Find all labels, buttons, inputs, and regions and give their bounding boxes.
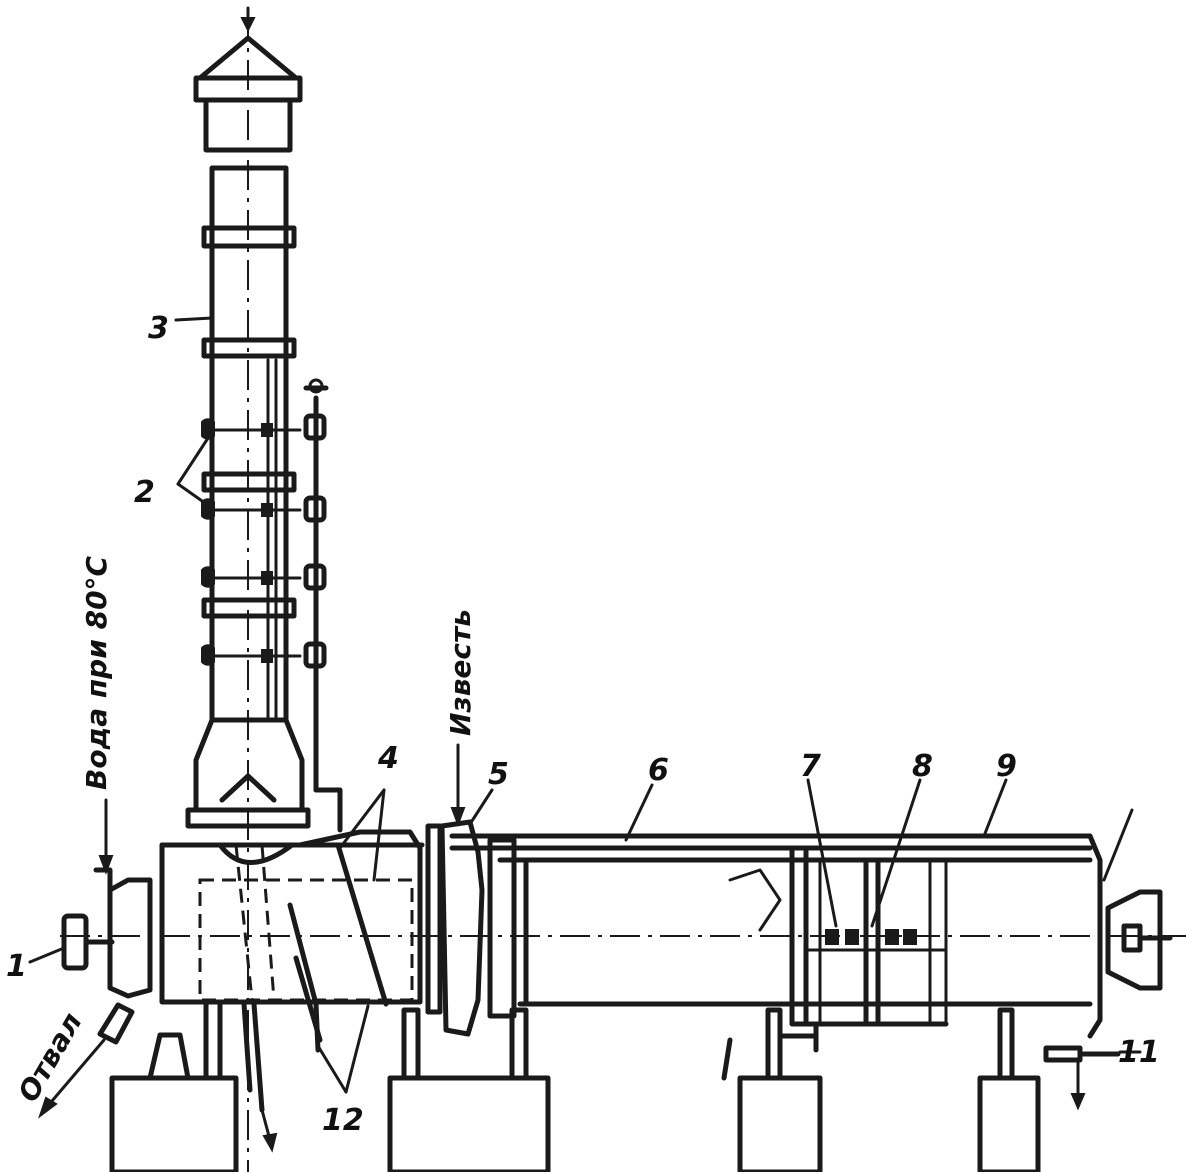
water-nozzles	[201, 378, 343, 833]
flow-arrows	[38, 6, 1086, 1153]
foundation-block-1	[109, 1075, 239, 1172]
label-5: 5	[488, 757, 509, 792]
label-3: 3	[148, 311, 169, 346]
label-waste-outlet: Отвал	[11, 1007, 88, 1108]
label-1: 1	[6, 949, 27, 984]
label-2: 2	[134, 475, 155, 510]
foundation-block-2	[387, 1075, 551, 1172]
foundation-block-3	[737, 1075, 823, 1172]
support-legs	[147, 999, 1015, 1081]
label-7: 7	[800, 749, 821, 784]
label-12: 12	[322, 1103, 364, 1138]
label-lime-inlet: Известь	[444, 609, 477, 736]
foundation-block-4	[977, 1075, 1041, 1172]
label-4: 4	[377, 741, 399, 776]
label-9: 9	[996, 749, 1017, 784]
label-water-inlet: Вода при 80°С	[80, 555, 113, 790]
leader-lines	[28, 316, 1142, 1094]
label-8: 8	[912, 749, 933, 784]
label-11: 11	[1118, 1035, 1160, 1070]
slaker-drum	[61, 819, 1173, 1113]
label-6: 6	[648, 753, 669, 788]
